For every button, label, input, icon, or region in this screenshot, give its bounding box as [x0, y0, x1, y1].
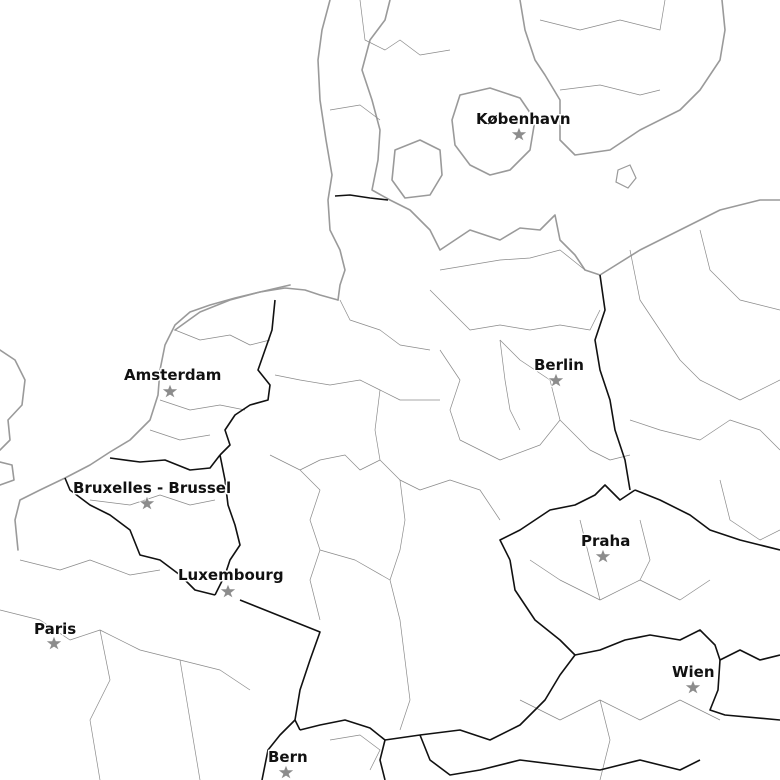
admin-border	[559, 84, 661, 96]
city-marker-kobenhavn[interactable]: København	[475, 109, 572, 142]
admin-border	[639, 519, 651, 581]
border-czechia-austria	[574, 629, 721, 661]
admin-border	[319, 549, 391, 581]
star-icon	[684, 679, 702, 695]
admin-border	[629, 419, 780, 451]
coastline-england-south	[0, 461, 15, 486]
city-label-amsterdam: Amsterdam	[124, 366, 221, 384]
admin-border	[0, 609, 251, 691]
border-switzerland	[299, 719, 386, 780]
island-bornholm	[615, 164, 637, 189]
city-label-paris: Paris	[34, 620, 76, 638]
city-label-wien: Wien	[672, 663, 715, 681]
coastline-sweden	[519, 0, 726, 156]
admin-border	[299, 389, 381, 471]
city-markers: København Berlin Amsterdam Bruxelles - B…	[33, 109, 716, 780]
admin-border	[329, 104, 381, 121]
admin-border	[599, 699, 611, 780]
coastline-zealand	[451, 87, 536, 176]
border-austria-hungary	[709, 659, 780, 721]
admin-border	[19, 559, 161, 576]
admin-border	[174, 329, 271, 346]
star-icon	[547, 372, 565, 388]
star-icon	[277, 764, 295, 780]
coastlines	[0, 0, 780, 551]
admin-border	[329, 734, 381, 771]
city-label-bruxelles: Bruxelles - Brussel	[73, 479, 231, 497]
city-marker-luxembourg[interactable]: Luxembourg	[177, 565, 285, 599]
admin-border	[559, 419, 631, 461]
coastline-north-sea	[14, 287, 339, 551]
admin-border	[179, 659, 201, 780]
city-marker-paris[interactable]: Paris	[33, 619, 78, 651]
admin-border	[159, 399, 246, 411]
coastline-england	[0, 349, 26, 451]
coastline-frisian-islands	[174, 284, 291, 331]
admin-border	[269, 454, 321, 621]
border-germany-belgium-lux	[214, 454, 241, 596]
admin-border	[274, 374, 440, 401]
star-icon	[45, 635, 63, 651]
admin-border	[89, 629, 111, 780]
city-label-berlin: Berlin	[534, 356, 584, 374]
admin-border	[499, 339, 521, 431]
admin-border	[529, 559, 711, 601]
star-icon	[510, 126, 528, 142]
coastline-jutland-east	[361, 0, 780, 276]
admin-border	[429, 289, 601, 331]
admin-border	[389, 479, 411, 731]
border-germany-austria	[384, 559, 576, 741]
star-icon	[594, 548, 612, 564]
city-label-kobenhavn: København	[476, 110, 571, 128]
border-denmark-germany	[334, 194, 389, 201]
admin-border	[89, 494, 216, 506]
admin-border	[579, 519, 601, 601]
city-label-luxembourg: Luxembourg	[178, 566, 284, 584]
admin-border	[339, 299, 431, 351]
border-switzerland-west	[261, 719, 296, 780]
star-icon	[219, 583, 237, 599]
border-austria-italy	[419, 734, 701, 776]
city-marker-praha[interactable]: Praha	[580, 531, 632, 564]
border-germany-netherlands	[219, 299, 276, 456]
city-marker-bruxelles[interactable]: Bruxelles - Brussel	[72, 478, 233, 511]
border-germany-france	[239, 599, 321, 731]
admin-border	[439, 249, 586, 271]
country-borders	[64, 194, 780, 780]
admin-border	[629, 249, 780, 401]
city-label-bern: Bern	[268, 748, 308, 766]
admin-border	[699, 229, 780, 311]
admin-border	[379, 459, 501, 521]
border-belgium-netherlands	[109, 454, 221, 471]
border-belgium	[64, 477, 216, 596]
admin-border	[519, 699, 721, 721]
admin-border	[539, 0, 666, 31]
border-austria-east	[719, 649, 780, 661]
border-czechia-poland	[634, 489, 780, 551]
city-marker-berlin[interactable]: Berlin	[533, 355, 585, 388]
admin-border	[359, 0, 451, 56]
star-icon	[138, 495, 156, 511]
admin-border	[149, 429, 211, 441]
city-marker-wien[interactable]: Wien	[671, 662, 716, 695]
admin-border	[439, 339, 561, 461]
coastline-funen	[391, 139, 443, 199]
city-label-praha: Praha	[581, 532, 630, 550]
admin-border	[719, 479, 780, 541]
border-germany-poland	[594, 274, 631, 491]
coastline-jutland	[317, 0, 346, 301]
city-marker-amsterdam[interactable]: Amsterdam	[123, 365, 223, 399]
border-germany-czechia	[499, 484, 636, 561]
star-icon	[161, 383, 179, 399]
city-marker-bern[interactable]: Bern	[267, 747, 309, 780]
